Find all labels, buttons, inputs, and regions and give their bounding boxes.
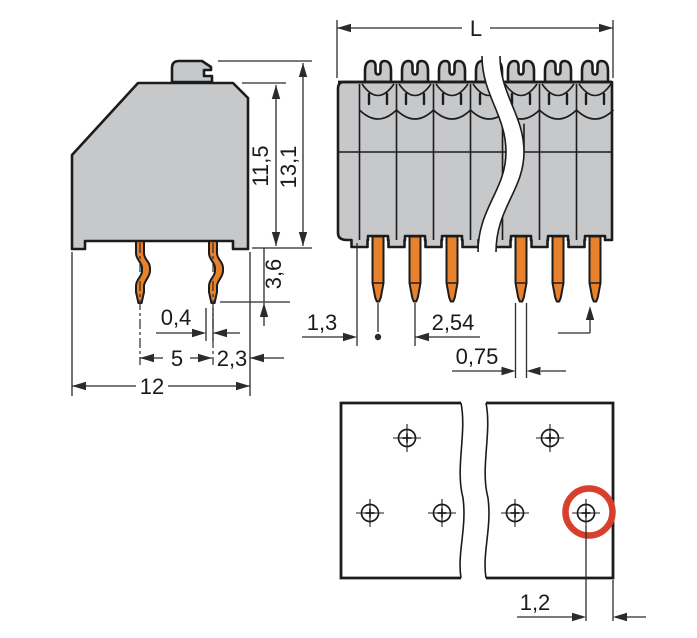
side-view: 11,5 13,1 3,6 0,4 5 2,3 12 [70, 59, 312, 399]
highlight-circle [562, 485, 616, 539]
arrowhead [343, 332, 357, 342]
push-button [363, 59, 393, 84]
pcb-right-piece [486, 401, 615, 580]
pcb-dimension-lines [517, 526, 646, 621]
dim-pin-length: 3,6 [261, 259, 286, 290]
solder-pin [514, 235, 528, 303]
dim-total-height: 13,1 [276, 146, 301, 189]
drill-hole-symbol [393, 424, 421, 452]
arrowhead [599, 23, 613, 33]
side-solder-pins [135, 238, 224, 304]
drill-hole-symbol [356, 499, 384, 527]
clamp-slit [547, 92, 569, 106]
drill-hole-symbol [536, 424, 564, 452]
drilling-plan: 1,2 [339, 401, 646, 621]
hole-center-cross [437, 508, 447, 518]
arrowhead [526, 366, 541, 376]
clamp-slit [584, 92, 606, 106]
arrowhead [337, 23, 351, 33]
side-housing-body [70, 81, 250, 251]
push-button [437, 59, 467, 84]
arrowhead [213, 328, 227, 338]
break-line-right [495, 55, 525, 253]
funnel-dome [578, 83, 612, 97]
funnel-dome [504, 83, 538, 97]
drill-hole-symbol [501, 499, 529, 527]
funnel-dome [435, 83, 469, 97]
arrowhead [415, 332, 429, 342]
hole-center-cross [581, 508, 591, 518]
arrowhead [501, 366, 516, 376]
solder-pin [208, 238, 224, 304]
dim-depth: 12 [140, 374, 164, 399]
front-housing-body [336, 80, 614, 249]
pin-center-dot [374, 333, 382, 341]
push-button [506, 59, 536, 84]
dim-hole-to-edge: 1,2 [520, 590, 551, 615]
solder-pin [371, 235, 385, 303]
pin-centerlines [139, 243, 214, 365]
hole-center-cross [545, 433, 555, 443]
arrowhead [298, 63, 308, 77]
arrowhead [572, 612, 586, 622]
solder-pin [135, 238, 151, 304]
dimension-arrowheads [72, 23, 627, 622]
arrowhead [250, 353, 264, 363]
funnel-smile [395, 109, 435, 120]
hole-center-cross [365, 508, 375, 518]
dim-row-spacing: 5 [171, 346, 183, 371]
dim-length: L [470, 16, 482, 41]
drill-holes [356, 424, 600, 527]
arrowhead [192, 328, 206, 338]
funnel-dome [541, 83, 575, 97]
drill-hole-symbol [572, 499, 600, 527]
arrowhead [140, 353, 154, 363]
clamp-slit [367, 92, 389, 106]
solder-pin [408, 235, 422, 303]
funnel-smile [575, 109, 615, 120]
funnel-smile [358, 109, 398, 120]
arrowhead [198, 353, 212, 363]
push-button [400, 59, 430, 84]
drill-hole-symbol [428, 499, 456, 527]
front-dimension-lines [302, 20, 614, 378]
funnel-smile [432, 109, 472, 120]
arrowhead [236, 381, 250, 391]
clamp-slit [404, 92, 426, 106]
hole-center-cross [510, 508, 520, 518]
dim-pin-width: 0,75 [456, 344, 499, 369]
hole-center-cross [402, 433, 412, 443]
solder-pin [445, 235, 459, 303]
arrowhead [613, 612, 627, 622]
front-solder-pins [371, 235, 602, 303]
arrowhead [259, 303, 269, 317]
push-button [580, 59, 610, 84]
arrowhead [72, 381, 86, 391]
pcb-left-piece [339, 401, 461, 580]
dim-pin-thickness: 0,4 [161, 305, 192, 330]
solder-pin [588, 235, 602, 303]
arrowhead [585, 306, 595, 320]
clamp-slit [510, 92, 532, 106]
dim-edge-distance: 2,3 [217, 346, 248, 371]
dim-first-pin: 1,3 [307, 310, 338, 335]
pcb-break-right [484, 402, 490, 579]
side-push-button [170, 59, 214, 84]
clamp-slit [441, 92, 463, 106]
break-band [478, 56, 524, 252]
arrowhead [271, 85, 281, 99]
front-view: L 1,3 2,54 0,75 [302, 16, 615, 378]
dim-pitch: 2,54 [432, 310, 475, 335]
funnel-dome [361, 83, 395, 97]
pcb-break-left [459, 402, 465, 579]
funnel-smile [538, 109, 578, 120]
funnel-dome [398, 83, 432, 97]
arrowhead [271, 232, 281, 246]
arrowhead [298, 232, 308, 246]
push-button [543, 59, 573, 84]
dim-body-height: 11,5 [248, 145, 273, 186]
solder-pin [551, 235, 565, 303]
break-line-left [477, 55, 507, 253]
